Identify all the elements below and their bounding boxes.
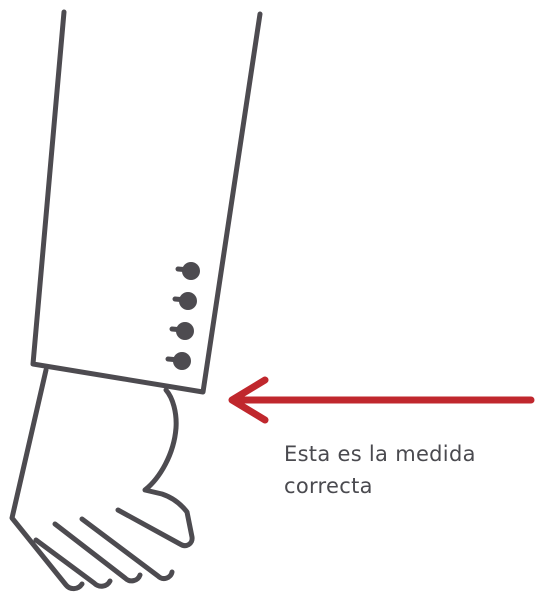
cuff-buttons [165,262,200,370]
caption-line-1: Esta es la medida [284,442,476,466]
sleeve-outline [30,9,263,395]
measurement-caption: Esta es la medida correcta [284,438,524,502]
button-icon [172,292,197,310]
button-icon [165,352,191,370]
arrow-icon [228,376,535,424]
caption-line-2: correcta [284,474,373,498]
hand-outline [9,367,195,592]
button-icon [169,322,194,340]
button-icon [175,262,200,280]
